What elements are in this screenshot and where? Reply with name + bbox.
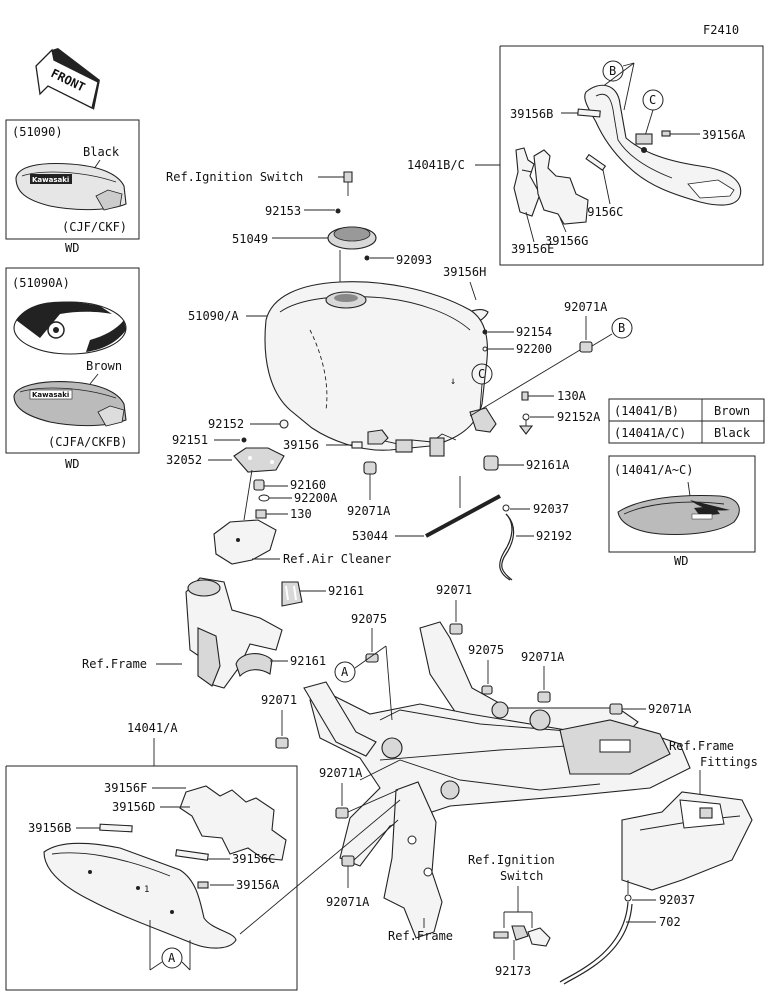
label-92151: 92151	[172, 433, 208, 447]
label-14041bc: 14041B/C	[407, 158, 465, 172]
color-row-2-part: (14041A/C)	[614, 426, 686, 440]
label-130: 130	[290, 507, 312, 521]
cover-inset-region: WD	[674, 554, 688, 568]
label-39156: 39156	[283, 438, 319, 452]
callout-c-top: C	[649, 93, 656, 107]
label-39156a-bot: 39156A	[236, 878, 280, 892]
label-39156b-top: 39156B	[510, 107, 553, 121]
color-table: (14041/B) Brown (14041A/C) Black	[608, 398, 765, 444]
label-39156b-bot: 39156B	[28, 821, 71, 835]
label-92153: 92153	[265, 204, 301, 218]
label-51049: 51049	[232, 232, 268, 246]
side-cover-bc-inset: 14041B/C B C 39156B 39156A 39156C 39156E	[407, 45, 764, 266]
color-row-1-color: Brown	[714, 404, 750, 418]
svg-text:↓: ↓	[450, 376, 456, 387]
cover-inset-code: (14041/A~C)	[614, 463, 693, 477]
label-ref-air-cleaner: Ref.Air Cleaner	[283, 552, 391, 566]
label-92173: 92173	[495, 964, 531, 978]
brown-tank-region: WD	[65, 457, 79, 471]
label-ref-frame-left: Ref.Frame	[82, 657, 147, 671]
label-92200a: 92200A	[294, 491, 338, 505]
label-92071a-low: 92071A	[319, 766, 363, 780]
label-92071a-top: 92071A	[564, 300, 608, 314]
callout-b-right: B	[618, 321, 625, 335]
label-39156a-top: 39156A	[702, 128, 746, 142]
label-ref-frame-fittings-1: Ref.Frame	[669, 739, 734, 753]
brown-tank-code: (51090A)	[12, 276, 70, 290]
label-53044: 53044	[352, 529, 388, 543]
label-39156e: 39156E	[511, 242, 554, 256]
black-tank-region: WD	[65, 241, 79, 255]
color-row-2-color: Black	[714, 426, 751, 440]
label-92093: 92093	[396, 253, 432, 267]
label-92071a-bottom: 92071A	[326, 895, 370, 909]
label-92152: 92152	[208, 417, 244, 431]
label-92161-b: 92161	[290, 654, 326, 668]
fuel-tank-assembly: Ref.Ignition Switch 92153 51049 92093 39…	[166, 170, 633, 581]
label-92161a: 92161A	[526, 458, 570, 472]
label-51090a: 51090/A	[188, 309, 239, 323]
frame-grommets: 92075 A 92071 92075 92071A 92071A 92071 …	[261, 583, 692, 909]
label-92152a: 92152A	[557, 410, 601, 424]
black-tank-code: (51090)	[12, 125, 63, 139]
label-ref-ignition-bot-2: Switch	[500, 869, 543, 883]
label-39156c-bot: 39156C	[232, 852, 275, 866]
brown-tank-inset: (51090A) Brown Kawasaki (CJFA/CKFB) WD	[5, 267, 140, 471]
callout-a-bottom: A	[168, 951, 176, 965]
label-92071-a: 92071	[436, 583, 472, 597]
black-tank-logo: Kawasaki	[32, 176, 69, 184]
cover-inset: (14041/A~C) WD	[608, 455, 756, 568]
figure-code: F2410	[703, 23, 739, 37]
black-tank-color: Black	[83, 145, 120, 159]
label-ref-ignition-top: Ref.Ignition Switch	[166, 170, 303, 184]
frame-fittings-area: Ref.Frame Fittings 92037 702 Ref.Ignitio…	[468, 739, 758, 985]
label-ref-frame-fittings-2: Fittings	[700, 755, 758, 769]
label-92071a-right: 92071A	[521, 650, 565, 664]
frame-head-area: Ref.Air Cleaner Ref.Frame 92161 92161	[82, 519, 391, 689]
callout-a-frame: A	[341, 665, 349, 679]
label-92075-b: 92075	[468, 643, 504, 657]
callout-c-center: C	[478, 367, 485, 381]
brown-tank-logo: Kawasaki	[32, 391, 69, 399]
color-row-1-part: (14041/B)	[614, 404, 679, 418]
label-92200: 92200	[516, 342, 552, 356]
side-cover-a-inset: 14041/A 39156F 39156D 39156B 1 39156C 39…	[5, 721, 401, 991]
label-39156h: 39156H	[443, 265, 486, 279]
label-39156d: 39156D	[112, 800, 155, 814]
svg-text:1: 1	[144, 885, 149, 895]
label-130a: 130A	[557, 389, 587, 403]
label-92192: 92192	[536, 529, 572, 543]
label-92071-left: 92071	[261, 693, 297, 707]
brown-tank-variant: (CJFA/CKFB)	[48, 435, 127, 449]
label-92075-a: 92075	[351, 612, 387, 626]
black-tank-inset: (51090) Black Kawasaki (CJF/CKF) WD	[5, 119, 140, 255]
label-92161-a: 92161	[328, 584, 364, 598]
label-39156g: 39156G	[545, 234, 588, 248]
label-92071a-far: 92071A	[648, 702, 692, 716]
brown-tank-color: Brown	[86, 359, 122, 373]
front-arrow-icon: FRONT	[35, 48, 100, 110]
label-32052: 32052	[166, 453, 202, 467]
callout-b-top: B	[609, 64, 616, 78]
label-92037-bot: 92037	[659, 893, 695, 907]
label-39156f: 39156F	[104, 781, 147, 795]
label-39156c-top: 39156C	[580, 205, 623, 219]
label-92154: 92154	[516, 325, 552, 339]
black-tank-variant: (CJF/CKF)	[62, 220, 127, 234]
label-92071a-mid: 92071A	[347, 504, 391, 518]
label-ref-ignition-bot-1: Ref.Ignition	[468, 853, 555, 867]
label-ref-frame-bottom: Ref.Frame	[388, 929, 453, 943]
label-14041a: 14041/A	[127, 721, 178, 735]
label-92160: 92160	[290, 478, 326, 492]
main-frame: Ref.Frame	[303, 621, 691, 943]
label-92037-mid: 92037	[533, 502, 569, 516]
label-702: 702	[659, 915, 681, 929]
